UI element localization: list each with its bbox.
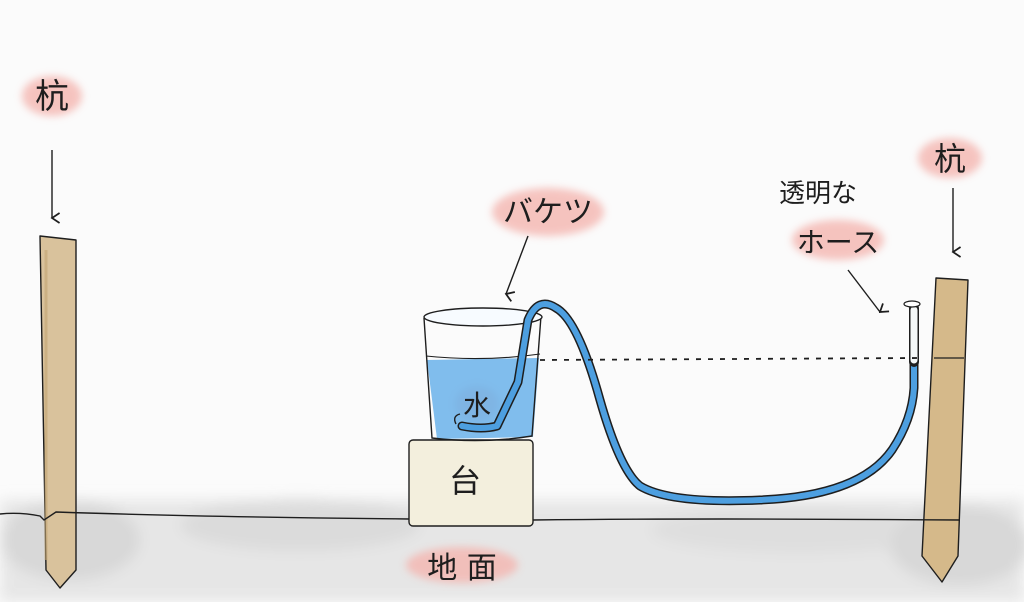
water-level-line: [539, 357, 921, 361]
hose: [453, 299, 921, 506]
label-stand: 台: [449, 462, 481, 500]
stake-left: [39, 235, 77, 589]
label-ground: 地 面: [427, 551, 497, 586]
stake-right: [921, 277, 969, 583]
label-hose-line1: 透明な: [779, 179, 857, 209]
label-bucket: バケツ: [503, 195, 593, 230]
ground-line: [0, 511, 961, 521]
arrow-hose: [847, 269, 880, 312]
label-stake-right: 杭: [934, 140, 966, 178]
label-stake-left: 杭: [35, 77, 69, 117]
label-water: 水: [463, 389, 491, 422]
arrow-bucket: [506, 235, 529, 294]
label-hose-line2: ホース: [797, 226, 880, 259]
